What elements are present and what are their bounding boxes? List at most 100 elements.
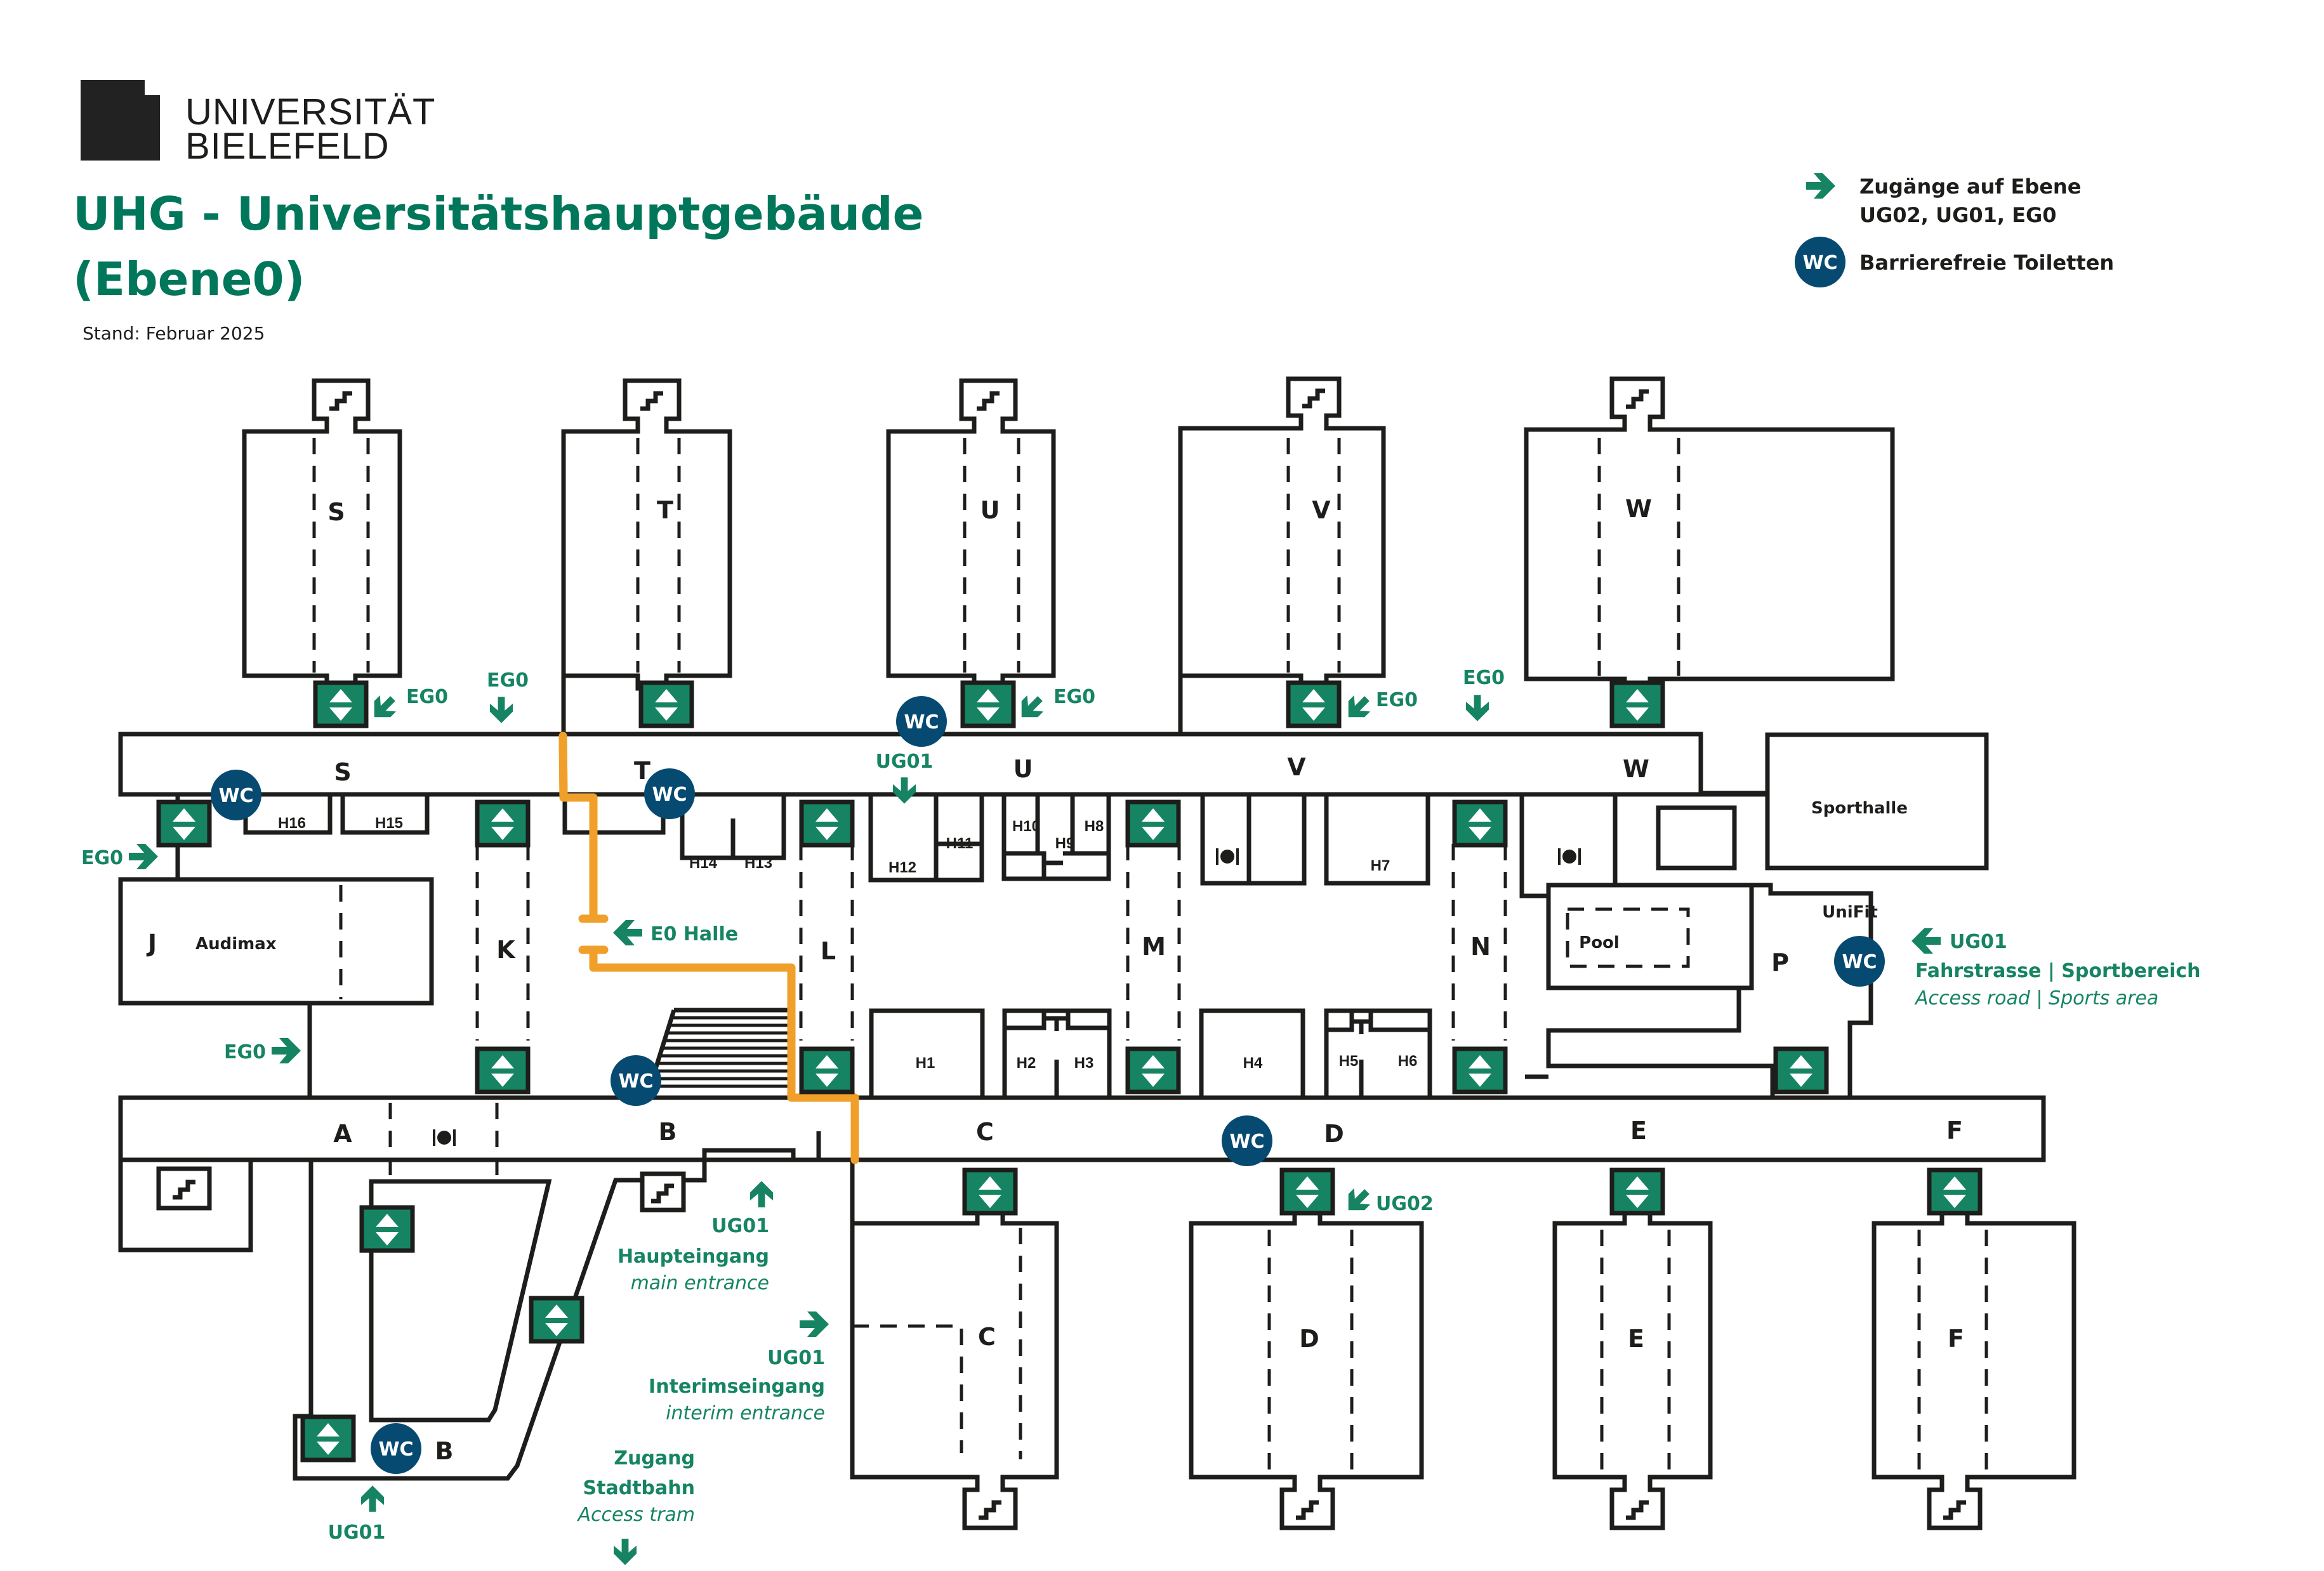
svg-text:Access road | Sports area[interactable]: Access road | Sports area	[1914, 987, 2158, 1009]
svg-text:Stadtbahn[interactable]: Stadtbahn	[583, 1477, 695, 1499]
arrow-left-icon[interactable]	[1911, 928, 1941, 954]
svg-text:EG0[interactable]: EG0	[1376, 689, 1418, 711]
arrow-down-left-icon[interactable]	[366, 690, 401, 726]
wc-icon[interactable]: WC	[644, 768, 695, 819]
svg-text:main entrance[interactable]: main entrance	[631, 1272, 769, 1294]
svg-text:UG01[interactable]: UG01	[876, 751, 934, 773]
svg-text:EG0[interactable]: EG0	[406, 686, 448, 708]
elevator-icon-M-south[interactable]	[1128, 1049, 1179, 1092]
elevator-icon-L-south[interactable]	[802, 1049, 852, 1092]
elevator-icon-U[interactable]	[963, 683, 1013, 726]
entrance-ug02-D[interactable]: UG02	[1340, 1183, 1434, 1219]
entrance-eg0-S[interactable]: EG0	[366, 686, 448, 726]
elevator-icon-K-south[interactable]	[477, 1049, 528, 1092]
arrow-right-icon[interactable]	[272, 1038, 301, 1063]
svg-text:Access tram[interactable]: Access tram	[577, 1504, 695, 1526]
north-wing-W[interactable]	[1524, 376, 1895, 691]
entrance-eg0-W-down[interactable]: EG0	[1463, 667, 1505, 721]
wc-icon[interactable]: WC	[1222, 1115, 1272, 1166]
north-wing-S[interactable]	[242, 378, 402, 691]
wc-icon[interactable]: WC	[1834, 936, 1885, 987]
svg-text:UG01[interactable]: UG01	[711, 1215, 769, 1237]
elevator-icon-D[interactable]	[1282, 1170, 1333, 1213]
elevator-icon-J[interactable]	[159, 802, 209, 845]
svg-text:EG0[interactable]: EG0	[224, 1041, 266, 1063]
arrow-right-icon[interactable]	[800, 1311, 829, 1337]
wc-icon[interactable]: WC	[211, 770, 261, 820]
svg-text:EG0[interactable]: EG0	[1463, 667, 1505, 689]
svg-text:UG01[interactable]: UG01	[767, 1347, 825, 1369]
elevator-icon-L-north[interactable]	[802, 802, 852, 845]
svg-text:UG02[interactable]: UG02	[1376, 1193, 1434, 1215]
svg-text:UG01[interactable]: UG01	[1950, 931, 2007, 953]
entrance-haupteingang[interactable]: UG01 Haupteingang main entrance	[617, 1181, 773, 1294]
svg-text:WC[interactable]: WC	[1229, 1131, 1264, 1153]
elevator-icon-W[interactable]	[1612, 683, 1663, 726]
elevator-icon-K-north[interactable]	[477, 802, 528, 845]
south-wing-C[interactable]	[850, 1160, 1059, 1530]
elevator-icon-P[interactable]	[1776, 1049, 1826, 1092]
south-wing-D[interactable]	[1189, 1189, 1424, 1530]
elevator-icon-M-north[interactable]	[1128, 802, 1179, 845]
entrance-eg0-U[interactable]: EG0	[1013, 686, 1095, 726]
elevator-icon-V[interactable]	[1288, 683, 1339, 726]
svg-text:WC[interactable]: WC	[218, 785, 253, 807]
entrance-ug01-bottom[interactable]: UG01	[328, 1485, 386, 1544]
entrance-eg0-A[interactable]: EG0	[224, 1038, 301, 1063]
north-wing-U[interactable]	[886, 378, 1056, 691]
entrance-eg0-J[interactable]: EG0	[81, 844, 158, 869]
arrow-up-icon[interactable]	[750, 1181, 773, 1207]
arrow-right-icon[interactable]	[129, 844, 158, 869]
svg-text:WC[interactable]: WC	[904, 711, 939, 733]
arrow-left-icon[interactable]	[613, 920, 642, 945]
arrow-down-left-icon[interactable]	[1340, 1183, 1375, 1219]
elevator-icon-N-south[interactable]	[1455, 1049, 1505, 1092]
elevator-icon-C[interactable]	[965, 1170, 1015, 1213]
elevator-icon-N-north[interactable]	[1455, 802, 1505, 845]
svg-text:Fahrstrasse | Sportbereich[interactable]: Fahrstrasse | Sportbereich	[1915, 960, 2201, 982]
sporthalle[interactable]	[1765, 732, 1989, 871]
svg-text:E0 Halle[interactable]: E0 Halle	[650, 923, 738, 945]
svg-text:interim entrance[interactable]: interim entrance	[666, 1402, 825, 1424]
entrance-e0-halle[interactable]: E0 Halle	[613, 920, 738, 945]
arrow-down-left-icon[interactable]	[1013, 690, 1048, 726]
south-wing-E[interactable]	[1552, 1189, 1713, 1530]
arrow-up-icon[interactable]	[361, 1485, 384, 1512]
elevator-icon-F[interactable]	[1929, 1170, 1980, 1213]
svg-text:WC[interactable]: WC	[618, 1070, 653, 1093]
svg-text:WC[interactable]: WC	[652, 784, 687, 806]
svg-text:EG0[interactable]: EG0	[81, 847, 123, 869]
wc-icon[interactable]: WC	[371, 1423, 421, 1474]
cross-wing-N[interactable]	[1451, 844, 1507, 1041]
elevator-icon-T[interactable]	[641, 683, 692, 726]
entrance-markers[interactable]: EG0 EG0 EG0 EG0 EG0 EG0 EG0 UG01 UG02 E0…	[81, 667, 2201, 1565]
elevator-icon-A-lower[interactable]	[362, 1207, 413, 1251]
entrance-stadtbahn[interactable]: Zugang Stadtbahn Access tram	[577, 1447, 695, 1565]
svg-text:WC[interactable]: WC	[1842, 951, 1877, 973]
arrow-down-left-icon[interactable]	[1340, 690, 1375, 726]
elevator-icon-E[interactable]	[1612, 1170, 1663, 1213]
cross-wing-K[interactable]	[475, 844, 530, 1041]
svg-text:Haupteingang[interactable]: Haupteingang	[617, 1246, 769, 1268]
wc-icon[interactable]: WC	[611, 1055, 661, 1106]
svg-text:EG0[interactable]: EG0	[487, 669, 529, 692]
wc-icon[interactable]: WC	[896, 696, 947, 747]
wing-P-unifit[interactable]	[1546, 883, 1873, 1100]
svg-text:Interimseingang[interactable]: Interimseingang	[649, 1376, 825, 1398]
elevator-icon-B-lower[interactable]	[303, 1417, 353, 1460]
svg-text:EG0[interactable]: EG0	[1053, 686, 1095, 708]
entrance-interimseingang[interactable]: UG01 Interimseingang interim entrance	[649, 1311, 829, 1424]
cross-wing-L[interactable]	[799, 844, 854, 1041]
entrance-eg0-V[interactable]: EG0	[1340, 689, 1418, 726]
arrow-down-icon[interactable]	[490, 697, 513, 723]
cross-wing-M[interactable]	[1126, 844, 1181, 1041]
svg-text:WC[interactable]: WC	[378, 1438, 413, 1461]
south-wing-F[interactable]	[1872, 1189, 2076, 1530]
north-wing-V[interactable]	[1178, 376, 1386, 736]
wing-J-audimax[interactable]	[118, 877, 434, 1006]
wing-A-lower[interactable]	[118, 1157, 253, 1252]
elevator-icon-B-ramp[interactable]	[531, 1298, 582, 1341]
elevator-icon-S[interactable]	[315, 683, 366, 726]
entrance-fahrstrasse[interactable]: UG01 Fahrstrasse | Sportbereich Access r…	[1911, 928, 2201, 1009]
wc-badges[interactable]: WC WC WC WC WC WC WC	[211, 696, 1885, 1474]
